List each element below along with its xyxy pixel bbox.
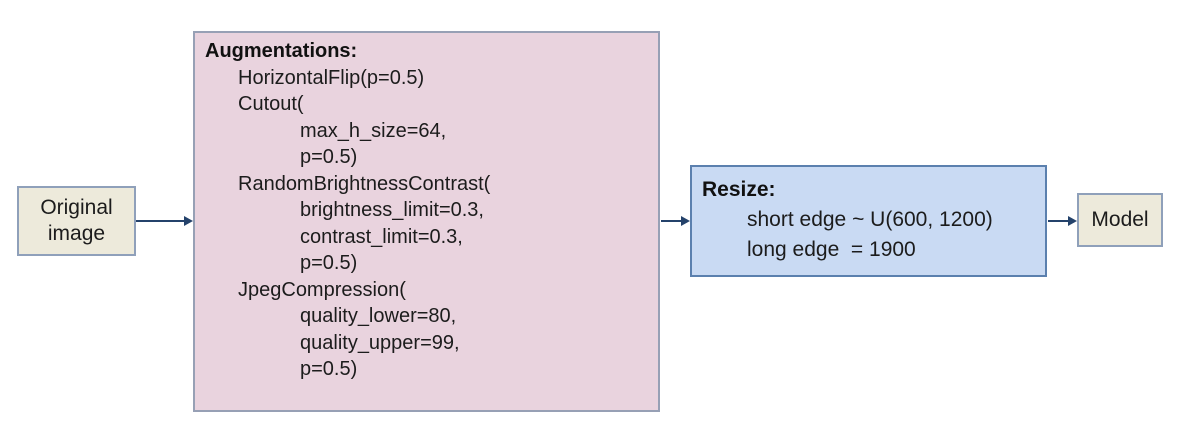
augmentation-line: Cutout(	[238, 93, 304, 115]
arrow-original-to-augmentations	[136, 215, 193, 227]
resize-title: Resize:	[702, 178, 776, 201]
arrowhead-icon	[184, 216, 193, 226]
node-label-line: Model	[1091, 208, 1149, 231]
node-resize: Resize: short edge ~ U(600, 1200) long ed…	[690, 165, 1047, 277]
node-label-line: Original	[40, 196, 113, 219]
node-model: Model	[1077, 193, 1163, 247]
arrowhead-icon	[1068, 216, 1077, 226]
arrow-line	[136, 220, 184, 222]
node-original-image: Original image	[17, 186, 136, 256]
augmentation-line: max_h_size=64,	[300, 119, 447, 142]
arrowhead-icon	[681, 216, 690, 226]
resize-code-lines: short edge ~ U(600, 1200) long edge = 190…	[702, 205, 1035, 265]
arrow-line	[661, 220, 681, 222]
augmentations-code-lines: HorizontalFlip(p=0.5) Cutout( max_h_size=6…	[205, 65, 648, 383]
augmentation-line: contrast_limit=0.3,	[300, 225, 463, 248]
augmentation-line: JpegCompression(	[238, 278, 406, 301]
arrow-line	[1048, 220, 1068, 222]
augmentation-line: quality_upper=99,	[300, 331, 460, 354]
augmentation-line: HorizontalFlip(p=0.5)	[238, 66, 425, 89]
resize-line: long edge = 1900	[747, 238, 916, 261]
node-augmentations: Augmentations: HorizontalFlip(p=0.5) Cuto…	[193, 31, 660, 412]
augmentation-line: p=0.5)	[300, 146, 358, 168]
augmentations-title: Augmentations:	[205, 40, 358, 62]
augmentation-line: RandomBrightnessContrast(	[238, 172, 491, 195]
augmentation-line: p=0.5)	[300, 252, 358, 274]
arrow-augmentations-to-resize	[661, 215, 690, 227]
augmentation-line: brightness_limit=0.3,	[300, 199, 484, 221]
resize-line: short edge ~ U(600, 1200)	[747, 208, 993, 231]
arrow-resize-to-model	[1048, 215, 1077, 227]
node-label-line: image	[47, 222, 106, 245]
augmentation-line: quality_lower=80,	[300, 305, 457, 327]
augmentation-line: p=0.5)	[300, 358, 358, 380]
